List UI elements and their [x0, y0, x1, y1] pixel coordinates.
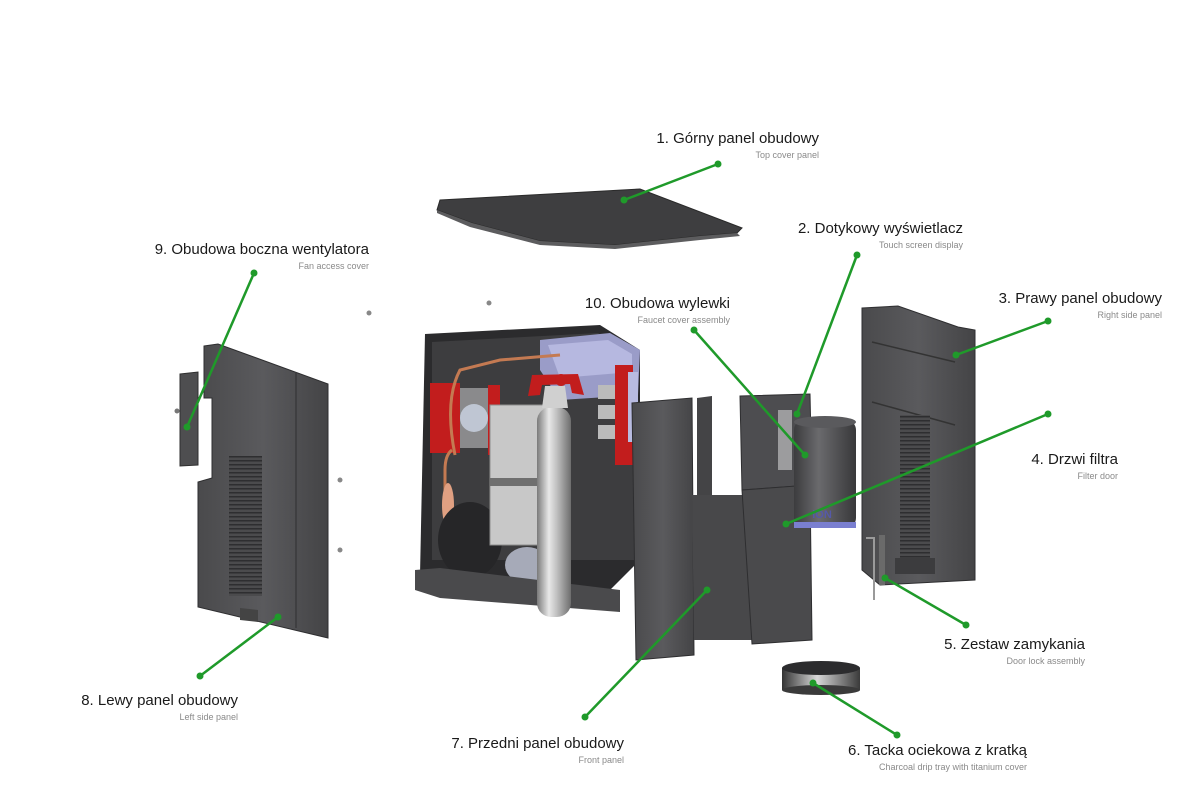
leader-line	[785, 412, 1049, 526]
leader-lines	[183, 160, 1052, 739]
leader-dot	[853, 251, 861, 259]
part-name-en: Touch screen display	[878, 240, 963, 250]
leader-dot	[183, 423, 191, 431]
leader-dot	[952, 351, 960, 359]
left-side-panel	[197, 343, 329, 639]
leader-fan-access-cover	[183, 269, 258, 431]
part-name: 3. Prawy panel obudowy	[998, 290, 1162, 307]
part-name-en: Door lock assembly	[1006, 656, 1085, 666]
leader-line	[795, 254, 859, 415]
leader-dot	[703, 586, 711, 594]
leader-touch-screen-display	[793, 251, 861, 418]
label-door-lock-assembly: 5. Zestaw zamykania Door lock assembly	[944, 636, 1085, 667]
filter-door: iON	[794, 416, 856, 528]
leader-dot	[714, 160, 722, 168]
leader-dot	[690, 326, 698, 334]
charcoal-drip-tray	[782, 661, 860, 695]
leader-dot	[809, 679, 817, 687]
label-touch-screen-display: 2. Dotykowy wyświetlacz Touch screen dis…	[798, 220, 963, 251]
part-name: 2. Dotykowy wyświetlacz	[797, 220, 963, 237]
part-name: 4. Drzwi filtra	[1031, 451, 1118, 468]
part-name: 6. Tacka ociekowa z kratką	[848, 742, 1027, 759]
leader-front-panel	[581, 586, 711, 721]
leader-line	[199, 616, 279, 677]
leader-faucet-cover-assembly	[690, 326, 809, 459]
part-name: 9. Obudowa boczna wentylatora	[154, 241, 369, 258]
part-name-en: Top cover panel	[755, 150, 819, 160]
leader-right-side-panel	[952, 317, 1052, 359]
label-top-cover-panel: 1. Górny panel obudowy Top cover panel	[656, 130, 819, 161]
leader-charcoal-drip-tray	[809, 679, 901, 739]
right-side-panel	[861, 305, 976, 586]
fan-access-cover	[174, 371, 199, 467]
label-filter-door: 4. Drzwi filtra Filter door	[1031, 451, 1118, 482]
label-left-side-panel: 8. Lewy panel obudowy Left side panel	[81, 692, 238, 723]
part-name-en: Faucet cover assembly	[637, 315, 730, 325]
leader-line	[185, 272, 256, 428]
leader-dot	[782, 520, 790, 528]
label-front-panel: 7. Przedni panel obudowy Front panel	[451, 735, 624, 766]
screws	[337, 300, 492, 553]
leader-dot	[1044, 410, 1052, 418]
label-faucet-cover-assembly: 10. Obudowa wylewki Faucet cover assembl…	[585, 295, 730, 326]
leader-line	[584, 589, 708, 718]
leader-line	[812, 681, 898, 737]
leader-dot	[801, 451, 809, 459]
leader-line	[623, 162, 719, 202]
leader-left-side-panel	[196, 613, 282, 680]
leader-line	[693, 329, 806, 456]
leader-line	[884, 576, 967, 627]
label-fan-access-cover: 9. Obudowa boczna wentylatora Fan access…	[155, 241, 369, 272]
top-cover-panel	[436, 188, 743, 249]
part-name-en: Fan access cover	[298, 261, 369, 271]
part-name-en: Charcoal drip tray with titanium cover	[878, 762, 1027, 772]
leader-dot	[196, 672, 204, 680]
part-name: 1. Górny panel obudowy	[656, 130, 819, 147]
leader-dot	[962, 621, 970, 629]
leader-door-lock-assembly	[881, 574, 970, 629]
part-name: 10. Obudowa wylewki	[584, 295, 730, 312]
part-name-en: Left side panel	[179, 712, 238, 722]
leader-filter-door	[782, 410, 1052, 528]
leader-dot	[620, 196, 628, 204]
part-name-en: Front panel	[578, 755, 624, 765]
part-name-en: Right side panel	[1097, 310, 1162, 320]
leader-dot	[893, 731, 901, 739]
label-charcoal-drip-tray: 6. Tacka ociekowa z kratką Charcoal drip…	[848, 742, 1027, 773]
leader-line	[955, 319, 1049, 357]
leader-dot	[581, 713, 589, 721]
door-lock-assembly	[866, 535, 885, 600]
leader-dot	[793, 410, 801, 418]
leader-dot	[1044, 317, 1052, 325]
part-name-en: Filter door	[1077, 471, 1118, 481]
leader-dot	[250, 269, 258, 277]
part-name: 7. Przedni panel obudowy	[451, 735, 624, 752]
front-panel	[631, 396, 760, 661]
leader-dot	[881, 574, 889, 582]
part-name: 5. Zestaw zamykania	[944, 636, 1085, 653]
part-name: 8. Lewy panel obudowy	[81, 692, 238, 709]
leader-dot	[274, 613, 282, 621]
label-right-side-panel: 3. Prawy panel obudowy Right side panel	[999, 290, 1162, 321]
main-chassis	[415, 325, 640, 617]
leader-top-cover-panel	[620, 160, 722, 204]
